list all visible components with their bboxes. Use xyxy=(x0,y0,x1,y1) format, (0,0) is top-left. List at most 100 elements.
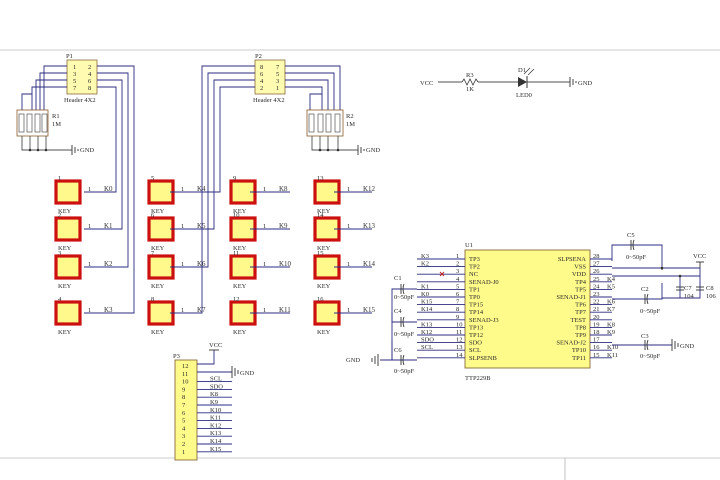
ic-pin-name: SENAD-J1 xyxy=(556,294,586,301)
ic-net-label: K3 xyxy=(421,253,429,260)
key-number: 7 xyxy=(151,250,155,257)
key-label: KEY xyxy=(317,208,331,215)
ic-pin-name: TP4 xyxy=(575,279,587,286)
key-pin: 1 xyxy=(181,261,184,268)
power-caps-c7-c8: C7 104 C8 106 VCC xyxy=(612,253,717,300)
cap-c3: C3 0~50pF GND xyxy=(612,333,694,360)
ic-pin-number: 17 xyxy=(593,337,600,344)
ic-pin-name: TP12 xyxy=(469,332,483,339)
d1-name: LED0 xyxy=(516,92,532,99)
ic-pin-name: SENAD-J0 xyxy=(469,279,499,286)
p1-pin-label: 8 xyxy=(88,85,91,92)
ic-pin-number: 18 xyxy=(593,329,600,336)
key-net-label: K8 xyxy=(279,185,288,193)
ic-pin-name: TP5 xyxy=(575,286,586,293)
vcc-label: VCC xyxy=(209,342,222,349)
key-net-label: K10 xyxy=(279,260,292,268)
ic-pin-number: 8 xyxy=(456,306,459,313)
ic-pin-name: TP2 xyxy=(469,264,480,271)
cap-value: 104 xyxy=(684,293,695,300)
ic-pin-number: 6 xyxy=(456,291,460,298)
key-number: 3 xyxy=(58,250,61,257)
p1-pin-label: 2 xyxy=(88,64,91,71)
r2-ref: R2 xyxy=(346,113,354,120)
ic-net-label: K12 xyxy=(421,329,432,336)
key-label: KEY xyxy=(58,329,72,336)
key-pad xyxy=(54,300,82,326)
r3-ref: R3 xyxy=(466,72,474,79)
cap-ref: C4 xyxy=(394,308,402,315)
cap-value: 0~50pF xyxy=(394,294,415,301)
key-pad xyxy=(147,179,175,205)
p3-pin-number: 2 xyxy=(182,441,185,448)
key-pin: 1 xyxy=(347,261,350,268)
ic-pin-number: 2 xyxy=(456,261,459,268)
key-pad xyxy=(147,300,175,326)
key-pad xyxy=(54,179,82,205)
ic-pin-number: 12 xyxy=(456,337,463,344)
p1-pin-label: 1 xyxy=(73,64,76,71)
p3-pin-number: 9 xyxy=(182,386,185,393)
ic-pin-name: TP1 xyxy=(469,286,480,293)
ic-net-label: K1 xyxy=(421,283,429,290)
ic-net-label: K14 xyxy=(421,306,433,313)
key-pin: 1 xyxy=(263,261,266,268)
p3-pin: 12 xyxy=(182,363,189,370)
r1-value: 1M xyxy=(52,121,61,128)
key-net-label: K4 xyxy=(197,185,206,193)
ic-pin-number: 20 xyxy=(593,314,600,321)
ic-pin-number: 9 xyxy=(456,314,459,321)
led-gnd-label: GND xyxy=(578,80,592,87)
key-number: 2 xyxy=(58,212,61,219)
ic-net-label: K5 xyxy=(607,283,615,290)
p2-pin-label: 6 xyxy=(260,71,264,78)
key-net-label: K15 xyxy=(363,306,376,314)
ic-body xyxy=(464,249,591,369)
cap-ref: C8 xyxy=(706,285,714,292)
led-vcc-label: VCC xyxy=(420,80,433,87)
key-pad xyxy=(54,254,82,280)
p3-pin-number: 1 xyxy=(182,449,185,456)
p1-left-wires xyxy=(21,65,67,110)
p3-pin-number: 7 xyxy=(182,402,186,409)
p2-pin-label: 3 xyxy=(276,78,279,85)
key-net-label: K5 xyxy=(197,222,206,230)
ic-pin-name: TP9 xyxy=(575,332,586,339)
key-pad xyxy=(54,216,82,242)
key-pin: 1 xyxy=(347,307,350,314)
ic-pin-name: TP0 xyxy=(469,294,480,301)
ic-pin-number: 19 xyxy=(593,321,600,328)
p1-name: Header 4X2 xyxy=(64,97,96,104)
p2-pin-label: 1 xyxy=(276,85,279,92)
ic-pin-name: TP3 xyxy=(469,256,480,263)
ic-net-label: K4 xyxy=(607,276,616,283)
ic-pin-name: VSS xyxy=(574,264,586,271)
key-number: 16 xyxy=(317,296,324,303)
ic-pin-name: TP8 xyxy=(575,324,586,331)
p3-net-label: K13 xyxy=(210,430,221,437)
cap-value: 0~50pF xyxy=(394,368,415,375)
key-label: KEY xyxy=(151,329,165,336)
key-net-label: K9 xyxy=(279,222,288,230)
cap-ref: C7 xyxy=(684,285,692,292)
ic-pin-number: 3 xyxy=(456,268,459,275)
cap-c2: C2 0~50pF xyxy=(612,283,663,315)
